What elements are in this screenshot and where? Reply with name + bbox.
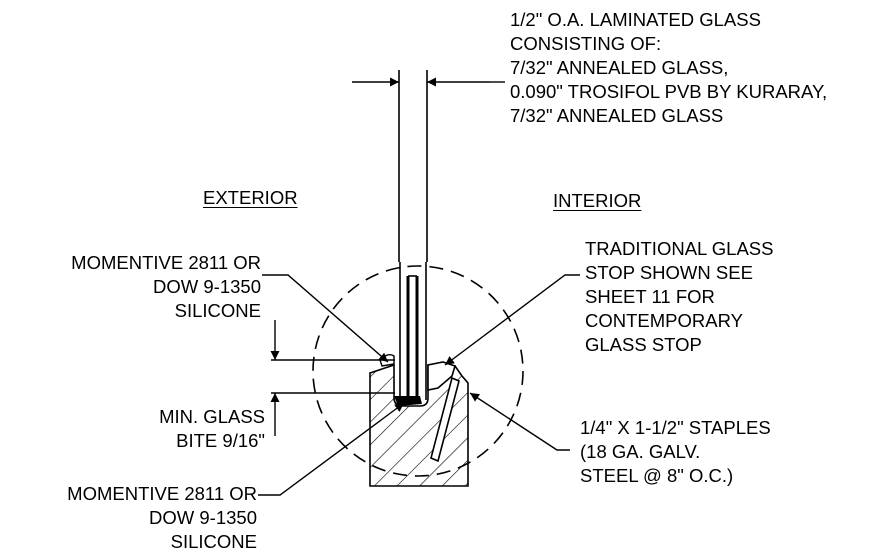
- glass-bite-callout: MIN. GLASS BITE 9/16": [159, 405, 265, 453]
- glass-callout: 1/2" O.A. LAMINATED GLASS CONSISTING OF:…: [510, 8, 827, 128]
- laminated-glass: [399, 262, 427, 400]
- staples-callout: 1/4" X 1-1/2" STAPLES (18 GA. GALV. STEE…: [580, 416, 771, 488]
- glass-thickness-dimension: [352, 70, 490, 262]
- silicone-bottom-line: MOMENTIVE 2811 OR: [67, 483, 257, 504]
- silicone-top-line: MOMENTIVE 2811 OR: [71, 252, 261, 273]
- leader-silicone-bottom: [258, 402, 405, 496]
- silicone-bottom-line: DOW 9-1350: [149, 507, 257, 528]
- glass-stop-callout: TRADITIONAL GLASS STOP SHOWN SEE SHEET 1…: [585, 237, 773, 357]
- staples-line: STEEL @ 8" O.C.): [580, 465, 734, 486]
- silicone-top-line: DOW 9-1350: [153, 276, 261, 297]
- glass-stop-line: GLASS STOP: [585, 334, 702, 355]
- glass-callout-line: CONSISTING OF:: [510, 33, 662, 54]
- glass-stop-line: SHEET 11 FOR: [585, 286, 715, 307]
- glass-bite-line: BITE 9/16": [176, 430, 265, 451]
- glass-callout-line: 7/32" ANNEALED GLASS,: [510, 57, 729, 78]
- glass-callout-line: 1/2" O.A. LAMINATED GLASS: [510, 9, 761, 30]
- staples: [430, 376, 460, 463]
- glass-stop-line: CONTEMPORARY: [585, 310, 743, 331]
- glass-stop: [427, 361, 456, 391]
- leader-staples: [469, 392, 570, 451]
- glass-callout-line: 0.090" TROSIFOL PVB BY KURARAY,: [510, 81, 828, 102]
- leader-glass-stop: [444, 274, 580, 366]
- silicone-top-callout: MOMENTIVE 2811 OR DOW 9-1350 SILICONE: [71, 251, 261, 323]
- glass-stop-line: TRADITIONAL GLASS: [585, 238, 774, 259]
- staples-line: (18 GA. GALV.: [580, 441, 701, 462]
- silicone-bottom-line: SILICONE: [170, 531, 257, 552]
- silicone-bottom-callout: MOMENTIVE 2811 OR DOW 9-1350 SILICONE: [67, 482, 257, 554]
- exterior-label: EXTERIOR: [203, 187, 298, 208]
- leader-silicone-top: [262, 274, 389, 363]
- silicone-top-line: SILICONE: [174, 300, 261, 321]
- glass-callout-line: 7/32" ANNEALED GLASS: [510, 105, 724, 126]
- interior-label: INTERIOR: [553, 190, 642, 211]
- glass-stop-line: STOP SHOWN SEE: [585, 262, 753, 283]
- staples-line: 1/4" X 1-1/2" STAPLES: [580, 417, 771, 438]
- glass-bite-dimension: [270, 320, 395, 436]
- glass-bite-line: MIN. GLASS: [159, 406, 265, 427]
